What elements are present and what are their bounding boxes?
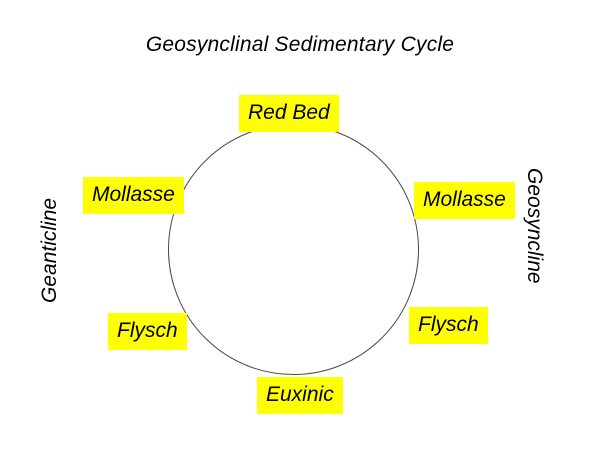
stage-label-red-bed: Red Bed: [239, 95, 339, 132]
stage-label-euxinic: Euxinic: [257, 377, 343, 414]
cycle-circle: [168, 124, 419, 375]
stage-label-mollasse-left: Mollasse: [83, 177, 184, 214]
axis-label-geosyncline: Geosyncline: [523, 168, 546, 284]
stage-label-flysch-left: Flysch: [108, 313, 187, 350]
stage-label-flysch-right: Flysch: [409, 307, 488, 344]
stage-label-mollasse-right: Mollasse: [414, 182, 515, 219]
page-title: Geosynclinal Sedimentary Cycle: [145, 33, 455, 56]
axis-label-geanticline: Geanticline: [38, 197, 61, 303]
